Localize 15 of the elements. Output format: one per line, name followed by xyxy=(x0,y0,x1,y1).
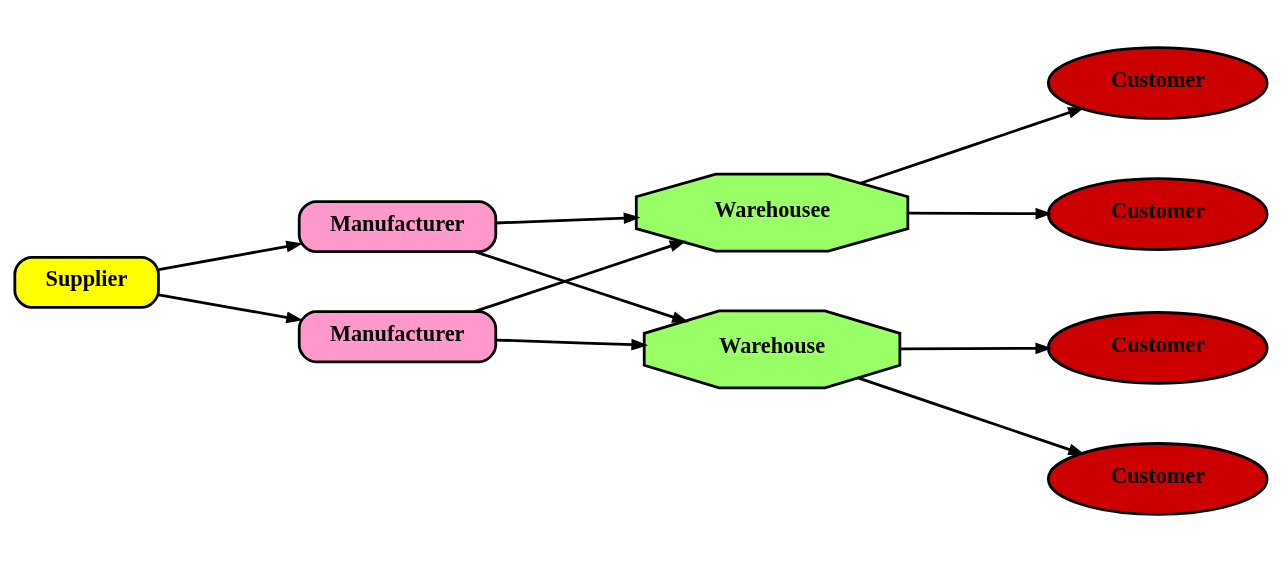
node-box: Manufacturer xyxy=(297,310,498,364)
node-ellipse: Customer xyxy=(1046,177,1269,251)
arrow xyxy=(857,376,1086,455)
arrow xyxy=(496,212,641,225)
arrow xyxy=(859,107,1085,185)
arrow xyxy=(496,338,649,351)
arrow xyxy=(158,293,304,324)
arrow xyxy=(474,250,689,323)
arrow xyxy=(158,240,304,271)
node-box: Supplier xyxy=(13,255,160,309)
node-box: Manufacturer xyxy=(297,200,498,254)
arrow xyxy=(473,240,687,313)
node-ellipse: Customer xyxy=(1046,311,1269,385)
arrow xyxy=(907,207,1053,220)
arrow xyxy=(899,342,1053,355)
